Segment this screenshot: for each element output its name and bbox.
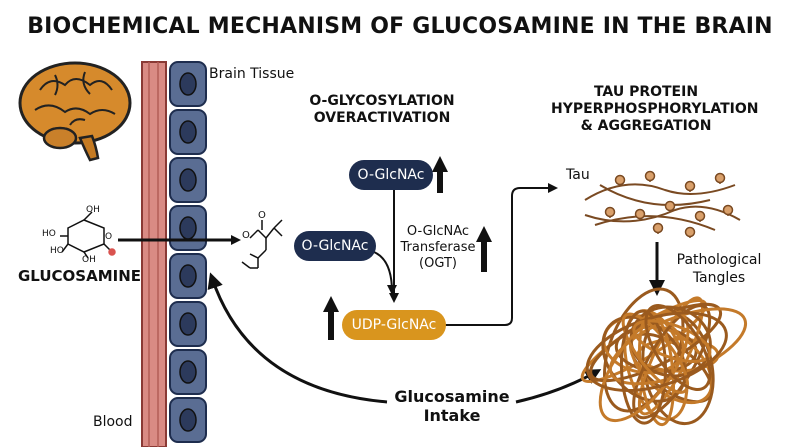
- tau-label: Tau: [566, 167, 590, 183]
- blood-label: Blood: [93, 414, 133, 430]
- intake-line2: Intake: [423, 406, 481, 425]
- tangle-fiber: [632, 319, 712, 364]
- intake-to-brain-arrow: [207, 272, 388, 404]
- glucosamine-label: GLUCOSAMINE: [18, 267, 141, 285]
- oglcnac-to-udp-arrow: [373, 251, 397, 295]
- phosphate-group: [722, 204, 734, 216]
- cell-nucleus: [179, 360, 197, 384]
- oglyco-header-line1: O-GLYCOSYLATION: [309, 93, 455, 109]
- intake-to-tangles-arrow: [515, 369, 602, 404]
- tangle-fiber: [644, 304, 712, 392]
- oglcnac-pill-mid: O-GlcNAc: [294, 231, 376, 261]
- cell-nucleus: [179, 216, 197, 240]
- brain-icon: [18, 61, 132, 162]
- phosphate-group: [694, 210, 706, 222]
- phosphate-group: [684, 226, 696, 238]
- ogt-line3: (OGT): [419, 256, 457, 271]
- atom-ho-3: HO: [50, 246, 64, 256]
- phosphate-group: [644, 170, 656, 182]
- cell-nucleus: [179, 72, 197, 96]
- atom-o-ring: O: [105, 232, 113, 242]
- ogt-line1: O-GlcNAc: [406, 224, 470, 239]
- cell-nucleus: [179, 312, 197, 336]
- cell-nucleus: [179, 408, 197, 432]
- tangle-fiber: [621, 312, 689, 394]
- udp-glcnac-pill: UDP-GlcNAc: [342, 310, 446, 340]
- phosphate-group: [664, 200, 676, 212]
- tangles-line1: Pathological: [676, 252, 762, 268]
- brain-tissue-label: Brain Tissue: [209, 66, 295, 82]
- cell-nucleus: [179, 264, 197, 288]
- atom-ho-2: HO: [42, 229, 56, 239]
- tau-fibers: [584, 183, 741, 231]
- intake-line1: Glucosamine: [394, 387, 510, 406]
- cell-nucleus: [179, 120, 197, 144]
- page-title: BIOCHEMICAL MECHANISM OF GLUCOSAMINE IN …: [27, 14, 773, 39]
- glucosamine-molecule: [60, 211, 116, 259]
- tau-phosphate-groups: [604, 170, 734, 238]
- tissue-cell-column: [169, 61, 207, 443]
- ester-molecule: [241, 219, 283, 269]
- pathological-tangle: [580, 287, 748, 427]
- oglcnac-pill-top: O-GlcNAc: [349, 160, 433, 190]
- atom-ester-o2: O: [258, 210, 266, 221]
- blood-vessel: [141, 61, 167, 447]
- udp-to-tau-arrow: [445, 183, 558, 326]
- phosphate-group: [614, 174, 626, 186]
- tau-header-line2: HYPERPHOSPHORYLATION: [551, 101, 759, 117]
- atom-oh-1: OH: [86, 205, 100, 215]
- phosphate-group: [652, 222, 664, 234]
- phosphate-group: [634, 208, 646, 220]
- phosphate-group: [714, 172, 726, 184]
- tau-header-line1: TAU PROTEIN: [593, 84, 699, 100]
- phosphate-group: [604, 206, 616, 218]
- atom-ester-o1: O: [242, 230, 250, 241]
- tau-header-line3: & AGGREGATION: [580, 118, 712, 134]
- oglyco-header-line2: OVERACTIVATION: [313, 110, 451, 126]
- cell-nucleus: [179, 168, 197, 192]
- atom-oh-4: OH: [82, 255, 96, 265]
- phosphate-group: [684, 180, 696, 192]
- ogt-line2: Transferase: [400, 240, 476, 255]
- tangles-line2: Tangles: [692, 270, 746, 286]
